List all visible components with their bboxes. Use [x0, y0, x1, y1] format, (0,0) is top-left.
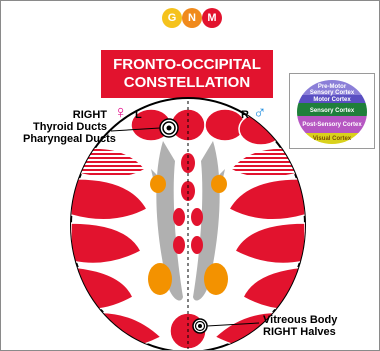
bottom-label-line-2: RIGHT Halves [263, 326, 337, 338]
bottom-label: Vitreous Body RIGHT Halves [263, 314, 337, 338]
right-side-letter: R [241, 109, 249, 121]
relay-inner-4r [191, 236, 203, 254]
female-icon: ♀ [114, 102, 128, 123]
left-label: RIGHT Thyroid Ducts Pharyngeal Ducts [23, 109, 107, 145]
orange-relay-right-upper [211, 175, 227, 193]
left-label-line-2: Thyroid Ducts [23, 121, 107, 133]
relay-inner-3r [191, 208, 203, 226]
target-marker-vitreous [193, 319, 207, 333]
relay-inner-4l [173, 236, 185, 254]
bottom-label-line-1: Vitreous Body [263, 314, 337, 326]
orange-relay-right-lower [204, 263, 228, 295]
left-side-letter: L [135, 109, 142, 121]
relay-inner-3l [173, 208, 185, 226]
orange-relay-left-lower [148, 263, 172, 295]
orange-relay-left-upper [150, 175, 166, 193]
male-icon: ♂ [253, 102, 267, 123]
left-label-line-3: Pharyngeal Ducts [23, 133, 107, 145]
target-marker-thyroid [160, 119, 178, 137]
left-label-line-1: RIGHT [23, 109, 107, 121]
